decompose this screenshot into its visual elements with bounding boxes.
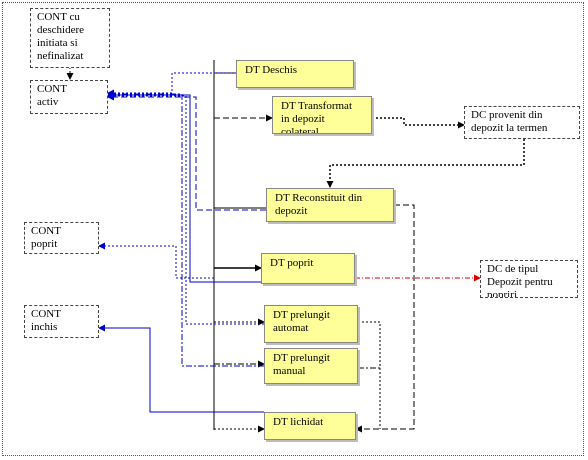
- node-dt-lichidat: DT lichidat: [264, 412, 356, 440]
- link-lichidat-inchis: [98, 324, 264, 413]
- node-cont-deschidere: CONT cu deschidere initiata si nefinaliz…: [30, 8, 110, 68]
- node-dt-reconstituit: DT Reconstituit din depozit: [266, 188, 394, 222]
- node-dt-transformat: DT Transformat in depozit colateral: [272, 96, 372, 134]
- node-dc-poprire: DC de tipul Depozit pentru popriri: [480, 260, 578, 298]
- link-reconstituit-activ: [107, 93, 266, 211]
- node-cont-poprit: CONT poprit: [24, 222, 99, 254]
- link-poprit-activ: [107, 91, 261, 283]
- link-poprit-contpoprit: [98, 242, 214, 279]
- link-automat-activ: [107, 92, 264, 325]
- node-cont-inchis: CONT inchis: [24, 305, 99, 338]
- node-dt-prelungit-manual: DT prelungit manual: [264, 348, 358, 384]
- link-dc-reconstituit: [326, 139, 525, 188]
- link-transformat-dc: [372, 117, 465, 129]
- link-manual-activ: [107, 90, 264, 367]
- link-deschis-activ: [107, 72, 236, 97]
- link-reconstituit-lichidat: [355, 204, 415, 433]
- diagram-frame: [2, 2, 584, 456]
- node-dt-poprit: DT poprit: [261, 253, 355, 284]
- node-dc-provenit: DC provenit din depozit la termen: [464, 106, 580, 139]
- node-dt-prelungit-automat: DT prelungit automat: [264, 305, 358, 343]
- node-dt-deschis: DT Deschis: [236, 60, 354, 88]
- node-cont-activ: CONT activ: [30, 80, 108, 114]
- link-automat-lichidat: [358, 321, 381, 429]
